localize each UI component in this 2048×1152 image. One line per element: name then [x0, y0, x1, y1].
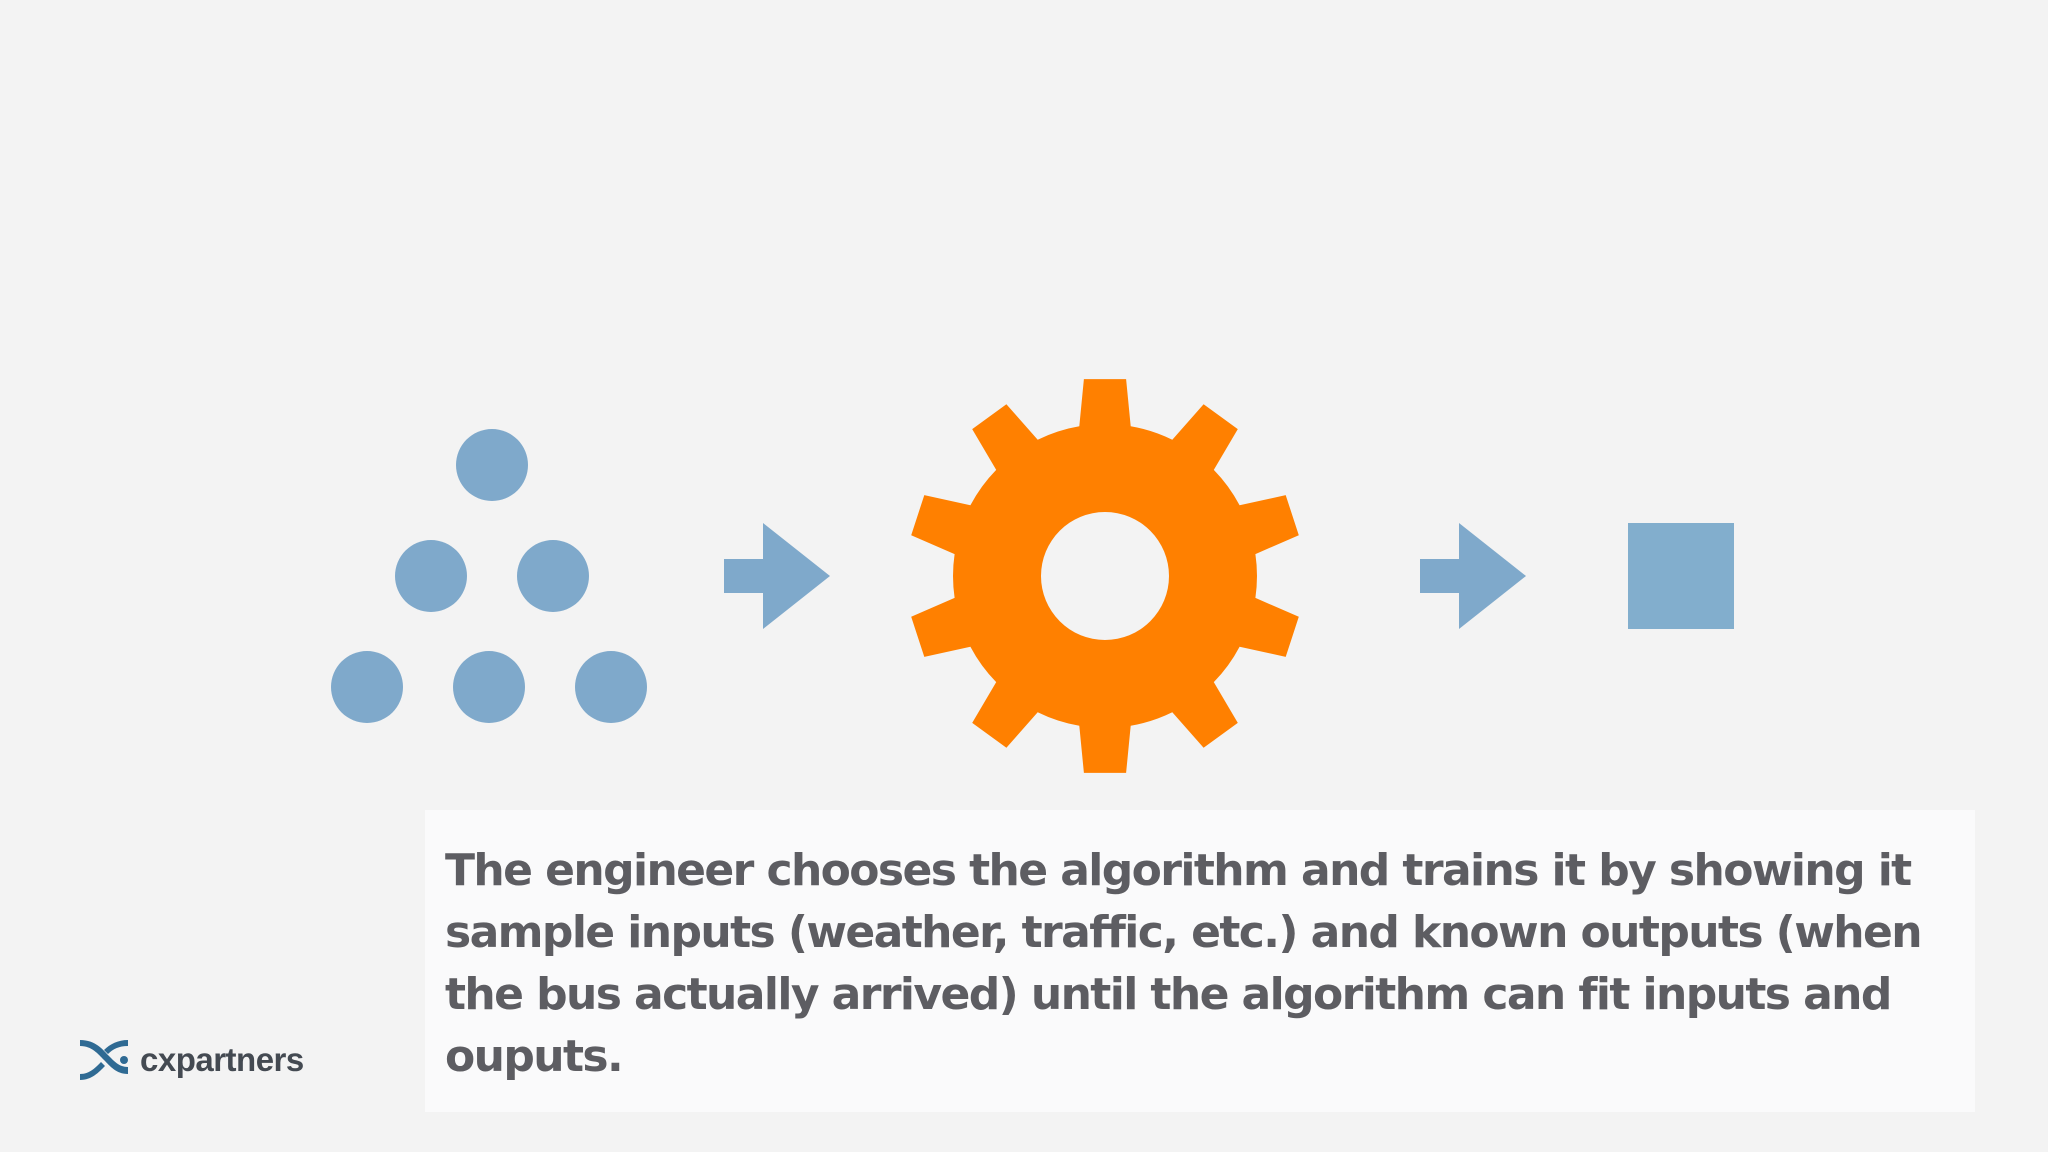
gear-icon — [911, 379, 1299, 773]
arrow-right-icon — [1420, 523, 1526, 629]
input-dot — [456, 429, 528, 501]
square-icon — [1628, 523, 1734, 629]
input-dots-group — [331, 429, 647, 723]
caption-box: The engineer chooses the algorithm and t… — [425, 810, 1975, 1112]
gear-shape — [911, 379, 1299, 773]
input-dot — [453, 651, 525, 723]
input-dot — [331, 651, 403, 723]
input-dot — [517, 540, 589, 612]
arrow-right-icon — [724, 523, 830, 629]
brand-logo: cxpartners — [78, 1040, 304, 1080]
caption-text: The engineer chooses the algorithm and t… — [445, 845, 1923, 1082]
cx-logo-icon — [80, 1040, 128, 1080]
input-dot — [395, 540, 467, 612]
input-dot — [575, 651, 647, 723]
brand-name: cxpartners — [140, 1041, 304, 1078]
